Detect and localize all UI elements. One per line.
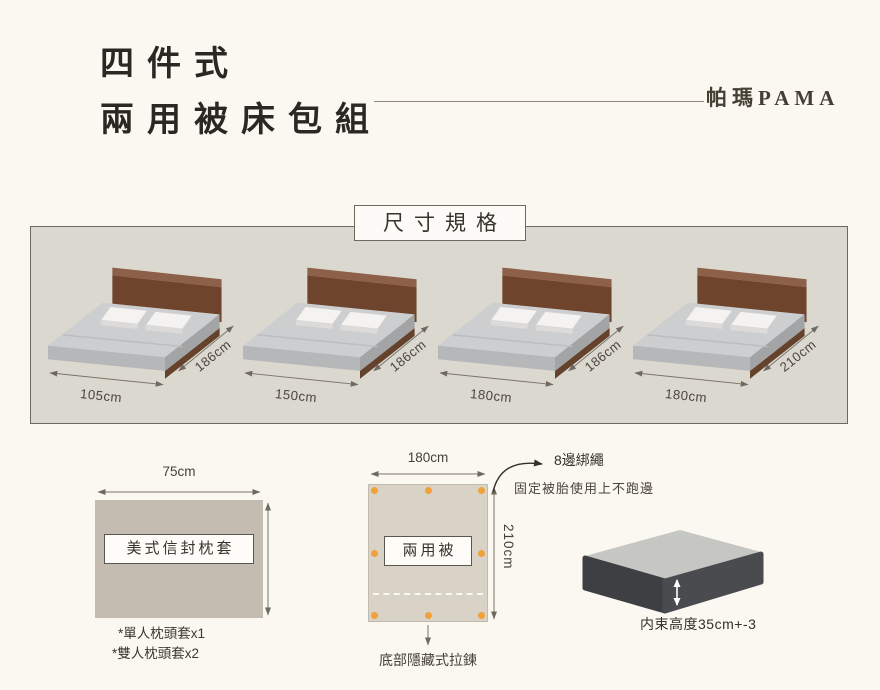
mattress-illustration xyxy=(582,530,764,614)
quilt-label: 兩用被 xyxy=(384,536,472,566)
page-title-line2: 兩用被床包組 xyxy=(100,102,382,139)
mattress-height-label: 内束高度35cm+-3 xyxy=(640,616,757,632)
quilt-height-arrow xyxy=(491,486,497,620)
zipper-pointer-arrow xyxy=(425,625,431,646)
tie-dot xyxy=(371,487,378,494)
zipper-label: 底部隱藏式拉鍊 xyxy=(379,652,477,668)
bed-illustration: 180cm 186cm xyxy=(438,266,624,405)
ties-title: 8邊綁繩 xyxy=(554,452,604,468)
tie-dot xyxy=(425,612,432,619)
bed-illustration: 180cm 210cm xyxy=(633,266,819,405)
bed-illustration: 105cm 186cm xyxy=(48,266,234,405)
bed-diagram-1: 105cm 186cm xyxy=(48,250,243,408)
tie-dot xyxy=(371,550,378,557)
tie-dot xyxy=(478,487,485,494)
tie-dot xyxy=(371,612,378,619)
bed-width-label: 180cm xyxy=(469,386,512,405)
tie-dot xyxy=(425,487,432,494)
page-title-line1: 四件式 xyxy=(100,46,241,83)
bed-diagram-2: 150cm 186cm xyxy=(243,250,438,408)
quilt-height-label: 210cm xyxy=(501,524,516,570)
ties-desc: 固定被胎使用上不跑邊 xyxy=(514,481,655,496)
tie-dot xyxy=(478,550,485,557)
pillow-note-2: *雙人枕頭套x2 xyxy=(112,646,200,661)
hidden-zipper-dash-line xyxy=(373,593,483,595)
quilt-width-label: 180cm xyxy=(407,450,449,465)
bed-diagram-4: 180cm 210cm xyxy=(633,250,828,408)
pillow-height-arrow xyxy=(265,502,271,616)
pillow-width-label: 75cm xyxy=(162,464,196,479)
size-spec-title: 尺寸規格 xyxy=(354,205,526,241)
header-divider xyxy=(374,101,704,102)
bed-width-label: 105cm xyxy=(79,386,122,405)
pillow-width-arrow xyxy=(97,489,261,495)
quilt-width-arrow xyxy=(370,471,486,477)
bed-width-label: 180cm xyxy=(664,386,707,405)
tie-callout-arrow xyxy=(492,459,543,493)
pillowcase-label: 美式信封枕套 xyxy=(104,534,254,564)
bed-width-label: 150cm xyxy=(274,386,317,405)
pillow-note-1: *單人枕頭套x1 xyxy=(118,626,206,641)
brand-name: 帕瑪PAMA xyxy=(706,86,840,110)
bed-illustration: 150cm 186cm xyxy=(243,266,429,405)
tie-dot xyxy=(478,612,485,619)
bed-diagram-3: 180cm 186cm xyxy=(438,250,633,408)
